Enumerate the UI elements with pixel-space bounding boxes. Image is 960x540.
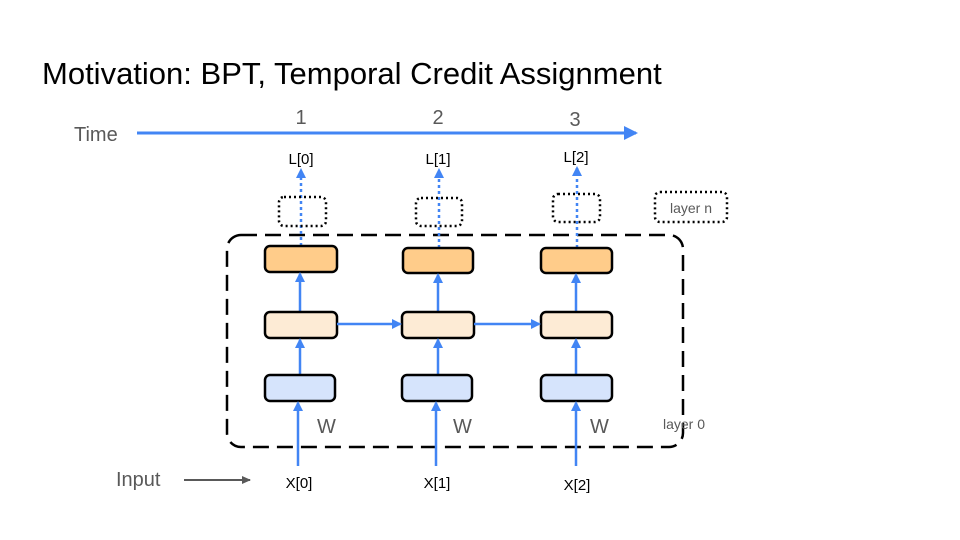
- bottom-cell-0: [263, 373, 337, 403]
- weight-label-1: W: [453, 416, 472, 438]
- top-cell-2: [539, 246, 614, 275]
- layer-n-legend-box: [653, 190, 729, 224]
- timestep-1: L[1] W X[1]: [400, 151, 476, 492]
- top-cell-1: [401, 246, 475, 275]
- time-tick-2: 2: [432, 107, 443, 129]
- loss-label-1: L[1]: [425, 151, 450, 168]
- input-label-2: X[2]: [564, 477, 591, 494]
- input-row-label: Input: [116, 469, 161, 491]
- bottom-cell-2: [539, 373, 614, 403]
- loss-label-0: L[0]: [288, 151, 313, 168]
- slide-title: Motivation: BPT, Temporal Credit Assignm…: [42, 56, 662, 91]
- middle-cell-2: [539, 310, 614, 340]
- layer-n-cell-1: [414, 196, 464, 228]
- layer-0-container: [225, 233, 685, 449]
- layer-n-cell-0: [277, 195, 328, 228]
- top-cell-0: [263, 244, 339, 274]
- middle-cell-0: [263, 310, 339, 340]
- time-tick-1: 1: [295, 107, 306, 129]
- middle-cell-1: [400, 310, 476, 340]
- timestep-0: L[0] W X[0]: [263, 151, 339, 492]
- time-axis-label: Time: [74, 124, 118, 146]
- input-label-0: X[0]: [286, 475, 313, 492]
- timestep-2: L[2] W X[2]: [539, 149, 614, 494]
- loss-label-2: L[2]: [563, 149, 588, 166]
- layer-0-label: layer 0: [663, 416, 705, 432]
- weight-label-0: W: [317, 416, 336, 438]
- layer-n-label: layer n: [670, 200, 712, 216]
- input-label-1: X[1]: [424, 475, 451, 492]
- time-tick-3: 3: [569, 109, 580, 131]
- bottom-cell-1: [400, 373, 474, 403]
- weight-label-2: W: [590, 416, 609, 438]
